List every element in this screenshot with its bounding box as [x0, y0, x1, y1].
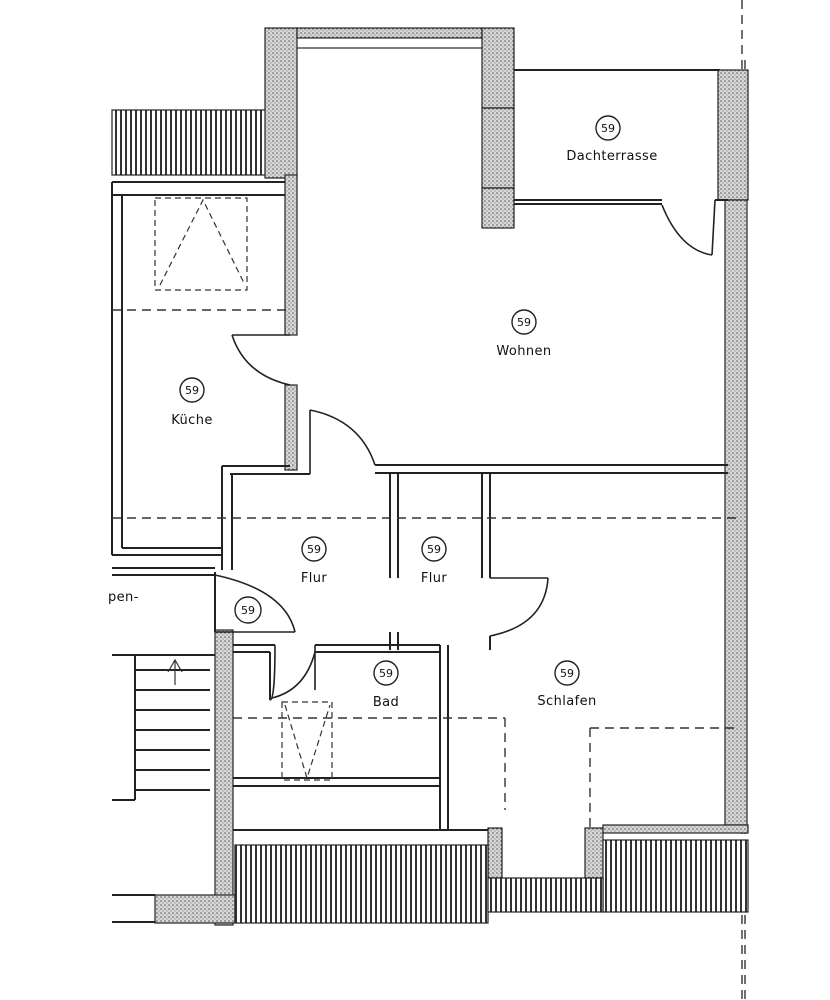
- room-tag-schlafen: 59: [554, 660, 580, 686]
- room-label-wohnen: Wohnen: [496, 344, 551, 359]
- room-tag-kueche: 59: [179, 377, 205, 403]
- room-label-schlafen: Schlafen: [537, 694, 596, 709]
- doors: [214, 199, 716, 701]
- svg-text:59: 59: [517, 316, 531, 329]
- room-tag-dachterrasse: 59: [595, 115, 621, 141]
- room-tag-abstellraum: 59: [234, 596, 262, 624]
- svg-text:59: 59: [307, 543, 321, 556]
- svg-text:59: 59: [427, 543, 441, 556]
- room-tag-flur-1: 59: [301, 536, 327, 562]
- svg-text:59: 59: [560, 667, 574, 680]
- room-label-flur-2: Flur: [421, 571, 448, 586]
- skylight-bad: [281, 701, 333, 781]
- room-tag-wohnen: 59: [511, 309, 537, 335]
- svg-text:59: 59: [185, 384, 199, 397]
- room-label-bad: Bad: [373, 695, 399, 710]
- staircase: [112, 654, 215, 801]
- skylight-kitchen: [154, 197, 248, 291]
- svg-text:59: 59: [379, 667, 393, 680]
- room-label-dachterrasse: Dachterrasse: [566, 149, 657, 164]
- room-label-kueche: Küche: [171, 413, 213, 428]
- svg-text:59: 59: [601, 122, 615, 135]
- room-label-flur-1: Flur: [301, 571, 328, 586]
- walls: [111, 27, 749, 926]
- svg-text:59: 59: [241, 604, 255, 617]
- roof-slope-lines: [112, 309, 740, 828]
- left-edge-fragment: pen-: [108, 590, 139, 605]
- room-tag-bad: 59: [373, 660, 399, 686]
- room-tag-flur-2: 59: [421, 536, 447, 562]
- balcony-rail-top-left: [111, 109, 273, 176]
